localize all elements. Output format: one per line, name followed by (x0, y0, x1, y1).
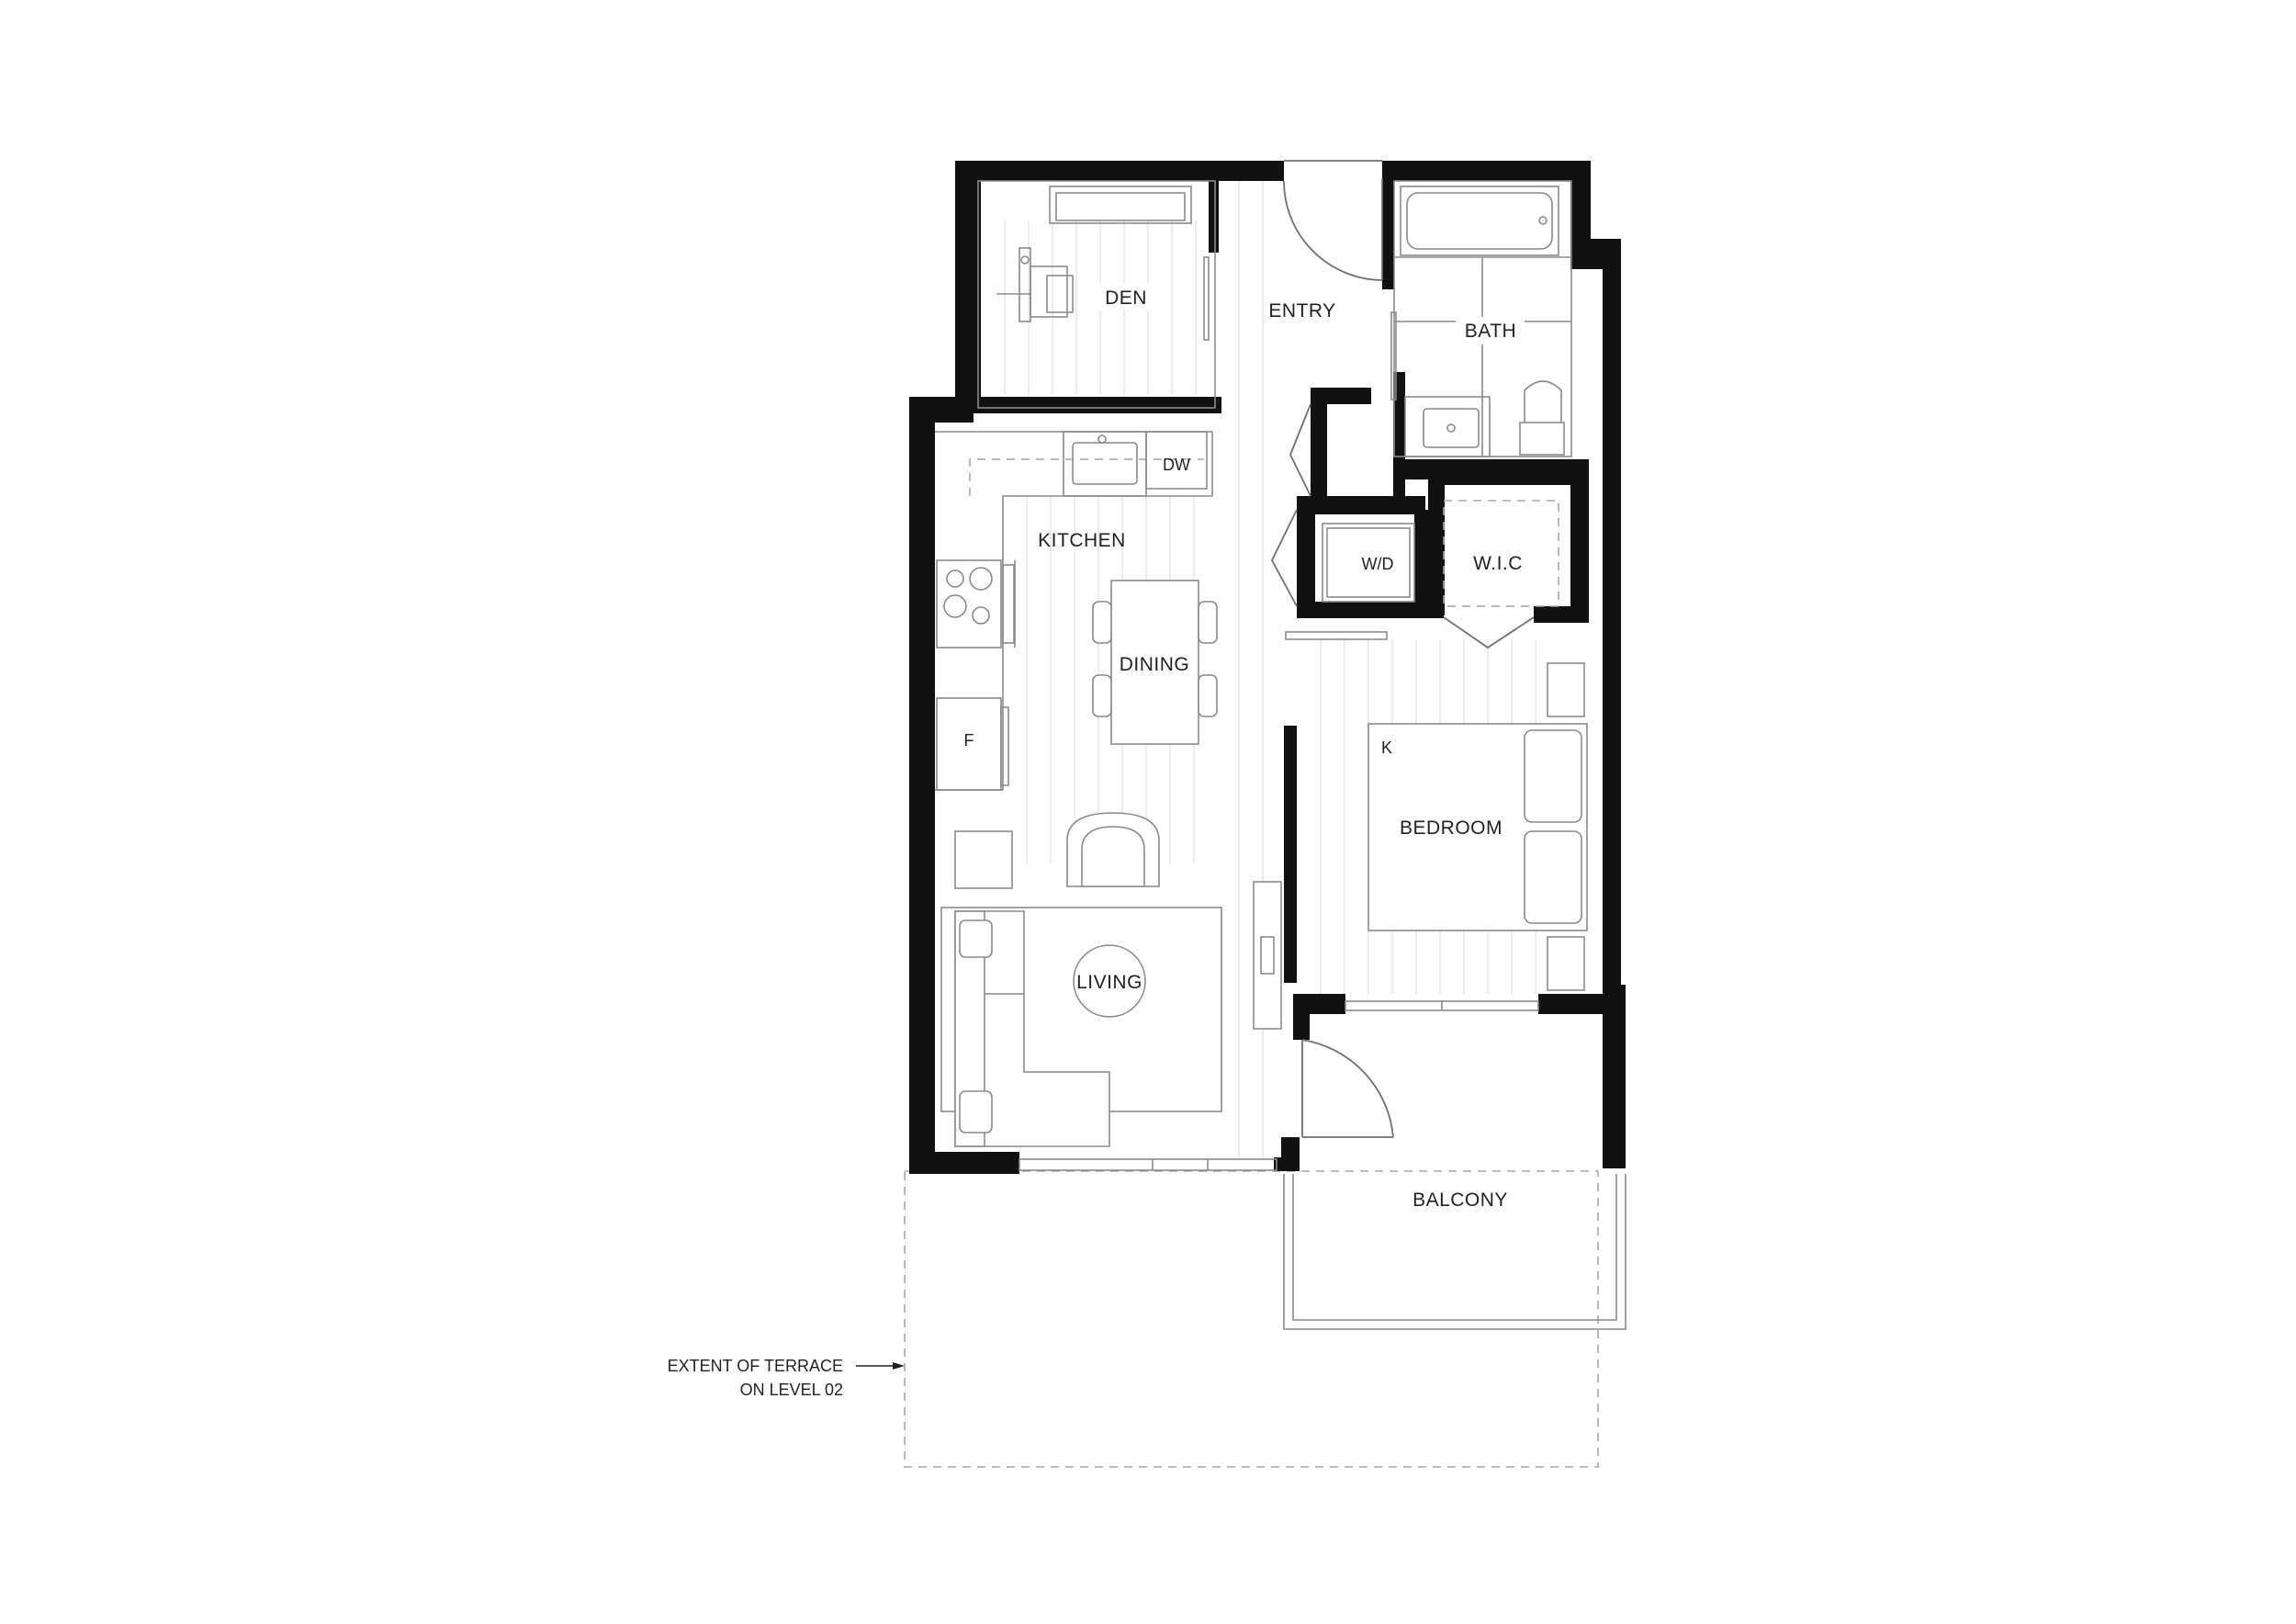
bed-size-label: K (1381, 739, 1392, 757)
nightstand (1547, 662, 1585, 717)
entry-door (1283, 160, 1383, 281)
coffee-table (1073, 944, 1146, 1018)
balcony-outline (1283, 1174, 1626, 1330)
wic-label: W.I.C (1473, 553, 1523, 574)
room-labels: DEN ENTRY BATH KITCHEN DW W/D W.I.C DINI… (964, 283, 1531, 1211)
dining-set (1092, 580, 1218, 745)
dining-label: DINING (1120, 654, 1190, 675)
den-desk (996, 247, 1074, 322)
den-label: DEN (1105, 288, 1147, 309)
sofa (954, 910, 1110, 1147)
bedroom-room (1285, 631, 1588, 1011)
terrace-extent-outline (904, 1170, 1599, 1468)
dishwasher-label: DW (1163, 456, 1190, 474)
vanity (1404, 396, 1491, 457)
den-room (977, 180, 1216, 409)
balcony-door (1301, 1039, 1394, 1138)
entry-label: ENTRY (1268, 300, 1335, 321)
nightstand (1547, 936, 1585, 991)
living-window (1019, 1158, 1277, 1171)
arrow-head-icon (893, 1362, 905, 1370)
terrace-note-line1: EXTENT OF TERRACE (668, 1357, 843, 1375)
bed (1367, 723, 1588, 931)
walk-in-closet (1443, 500, 1559, 649)
balcony-label: BALCONY (1412, 1190, 1508, 1211)
cooktop (936, 559, 1002, 648)
living-room (940, 812, 1282, 1171)
terrace-note-line2: ON LEVEL 02 (740, 1381, 843, 1399)
armchair (1066, 812, 1160, 887)
kitchen-label: KITCHEN (1038, 530, 1126, 551)
bedroom-label: BEDROOM (1400, 818, 1503, 839)
kitchen-room (935, 431, 1213, 791)
washer-dryer (1322, 523, 1415, 603)
closet-bifold-doors (1270, 403, 1311, 607)
washer-dryer-label: W/D (1362, 555, 1394, 573)
walls (909, 161, 1626, 1174)
fridge-label: F (964, 731, 974, 750)
toilet (1519, 380, 1565, 456)
side-table (954, 830, 1013, 889)
bath-label: BATH (1465, 321, 1516, 342)
bathtub (1400, 186, 1559, 256)
dining-table (1110, 580, 1199, 745)
terrace-note: EXTENT OF TERRACE ON LEVEL 02 (668, 1357, 905, 1399)
living-label: LIVING (1076, 972, 1142, 993)
dishwasher (1145, 431, 1208, 490)
bath-room (1390, 180, 1572, 457)
